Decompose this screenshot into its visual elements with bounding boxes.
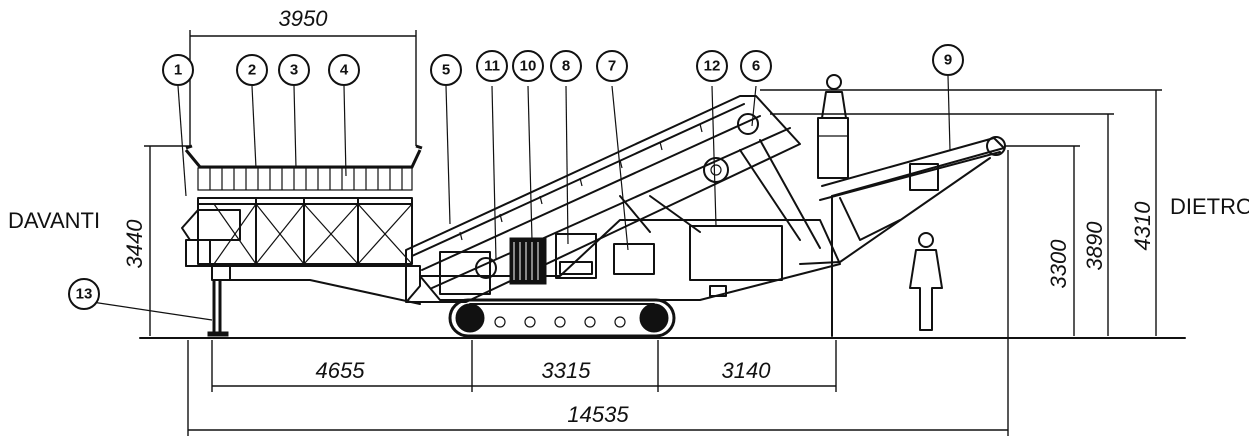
svg-text:12: 12 <box>704 58 721 75</box>
dim-3140-label: 3140 <box>722 358 772 383</box>
callout-13: 13 <box>68 278 100 310</box>
callout-leaders <box>91 75 951 321</box>
callout-2: 2 <box>236 54 268 86</box>
svg-text:8: 8 <box>562 58 570 75</box>
dim-hopper-length: 3950 <box>189 6 417 146</box>
callout-3: 3 <box>278 54 310 86</box>
tail-conveyor <box>799 136 1006 337</box>
callout-4: 4 <box>328 54 360 86</box>
svg-text:4: 4 <box>340 62 349 79</box>
main-screen-box <box>405 95 841 303</box>
operator-on-platform <box>817 74 849 179</box>
hopper-feeder <box>181 144 423 337</box>
dim-heights-rear: 3300 3890 4310 <box>760 89 1162 336</box>
callout-8: 8 <box>550 50 582 82</box>
dim-overall-length: 14535 <box>187 150 1009 436</box>
svg-text:3: 3 <box>290 62 298 79</box>
callout-5: 5 <box>430 54 462 86</box>
svg-text:5: 5 <box>442 62 450 79</box>
callout-12: 12 <box>696 50 728 82</box>
svg-text:13: 13 <box>76 286 93 303</box>
callout-9: 9 <box>932 44 964 76</box>
dim-4310-label: 4310 <box>1130 201 1155 251</box>
power-pack <box>439 225 783 297</box>
svg-text:1: 1 <box>174 62 182 79</box>
svg-text:9: 9 <box>944 52 952 69</box>
svg-text:10: 10 <box>520 58 537 75</box>
callout-10: 10 <box>512 50 544 82</box>
callout-6: 6 <box>740 50 772 82</box>
dim-hopper-height: 3440 <box>122 145 190 336</box>
rear-label: DIETRO <box>1170 194 1249 219</box>
dim-14535-label: 14535 <box>567 402 629 427</box>
dim-3950-label: 3950 <box>279 6 329 31</box>
dim-3440-label: 3440 <box>122 219 147 269</box>
svg-text:6: 6 <box>752 58 760 75</box>
standing-person-figure <box>909 232 943 331</box>
dim-4655-label: 4655 <box>316 358 366 383</box>
dim-3890-label: 3890 <box>1082 221 1107 271</box>
dim-3315-label: 3315 <box>542 358 592 383</box>
svg-text:2: 2 <box>248 62 256 79</box>
dim-length-chain: 4655 3315 3140 <box>211 340 837 392</box>
svg-text:11: 11 <box>484 58 500 75</box>
dim-3300-label: 3300 <box>1046 239 1071 289</box>
callout-7: 7 <box>596 50 628 82</box>
callout-11: 11 <box>476 50 508 82</box>
callout-1: 1 <box>162 54 194 86</box>
crawler-tracks <box>448 298 676 338</box>
svg-text:7: 7 <box>608 58 616 75</box>
front-label: DAVANTI <box>8 208 100 233</box>
